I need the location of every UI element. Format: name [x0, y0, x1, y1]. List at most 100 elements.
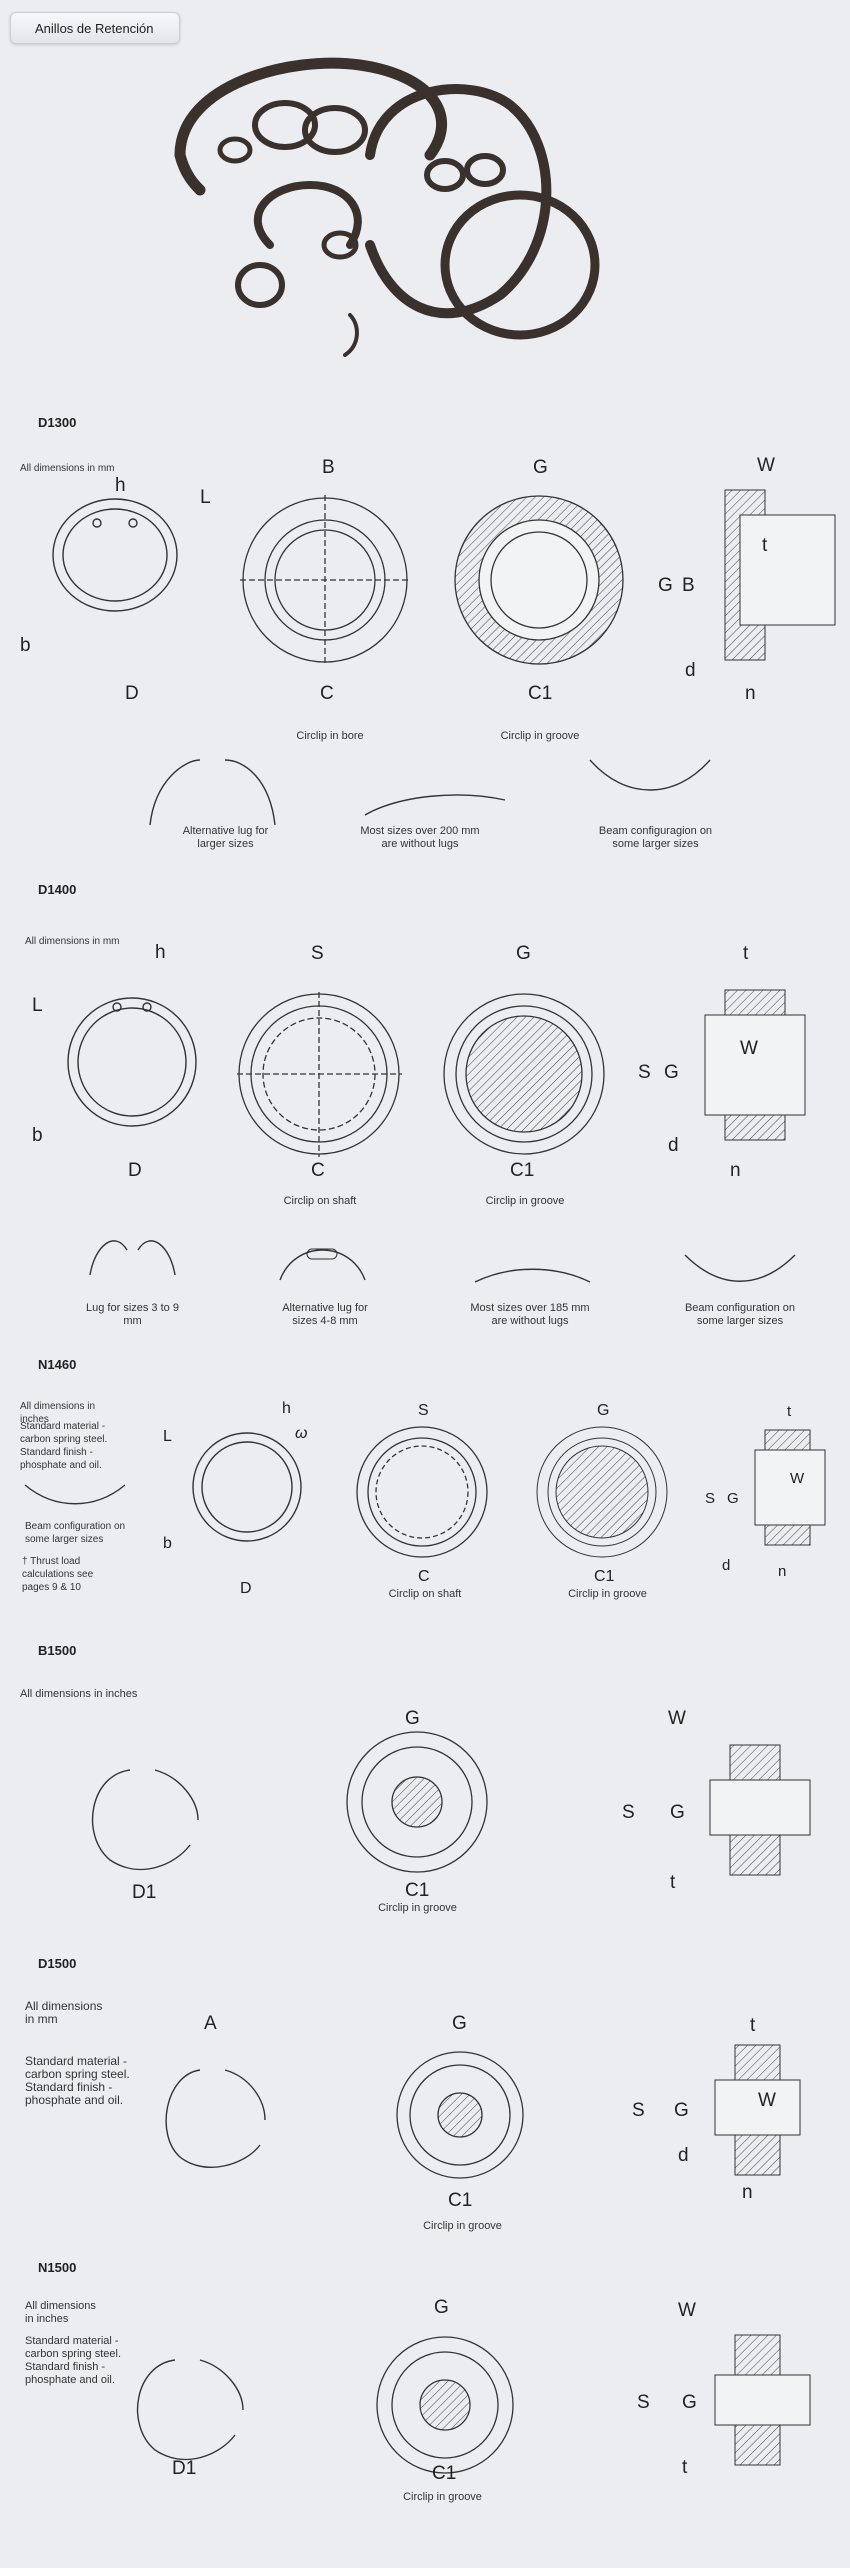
dim-B: B — [322, 457, 335, 478]
dim-W: W — [790, 1470, 805, 1487]
section-drawing — [705, 2330, 815, 2470]
beam-note: Beam configuration on some larger sizes — [25, 1521, 126, 1545]
dim-t: t — [670, 1872, 676, 1893]
dim-G: G — [434, 2297, 449, 2318]
circlip-groove-drawing — [440, 992, 608, 1157]
lug-3-9-drawing — [85, 1225, 180, 1280]
material-note: Standard material - carbon spring steel.… — [20, 1421, 108, 1471]
circlip-bore-drawing — [240, 495, 410, 665]
caption: Most sizes over 185 mm are without lugs — [470, 1302, 590, 1327]
caption: Circlip in groove — [568, 1588, 647, 1600]
caption: Circlip in groove — [500, 730, 580, 742]
circlip-groove-drawing — [452, 495, 627, 665]
dim-G2: G — [664, 1062, 679, 1083]
dim-t: t — [787, 1403, 792, 1420]
beam-drawing — [20, 1480, 130, 1510]
dim-d: d — [722, 1557, 731, 1574]
circlip-shaft-drawing — [237, 992, 402, 1157]
dim-G: G — [405, 1708, 420, 1729]
dimensions-note: All dimensions in mm — [25, 1999, 103, 2026]
section-title: N1460 — [38, 1357, 77, 1372]
dim-h: h — [282, 1400, 291, 1417]
lug-drawing — [145, 750, 280, 830]
dimensions-note: All dimensions in inches — [20, 1688, 138, 1700]
dim-W: W — [678, 2300, 696, 2321]
dim-G2: G — [727, 1490, 739, 1507]
caption: Circlip in groove — [423, 2220, 502, 2232]
caption: Circlip in groove — [485, 1195, 565, 1207]
dim-b: b — [20, 635, 31, 656]
dim-n: n — [778, 1563, 787, 1580]
thrust-note: † Thrust load calculations see pages 9 &… — [22, 1556, 94, 1593]
dim-S: S — [637, 2392, 650, 2413]
dimensions-note: All dimensions in inches — [20, 1401, 96, 1425]
section-title: N1500 — [38, 2260, 77, 2275]
caption: Circlip on shaft — [388, 1588, 462, 1600]
e-ring-drawing — [80, 1765, 205, 1875]
dim-h: h — [115, 475, 126, 496]
circlip-shaft-drawing — [355, 1425, 490, 1560]
dim-L: L — [163, 1428, 172, 1445]
dim-W: W — [757, 455, 775, 476]
material-note: Standard material - carbon spring steel.… — [25, 2054, 130, 2107]
section-drawing — [720, 485, 830, 665]
dim-d: d — [685, 660, 696, 681]
caption: Circlip on shaft — [283, 1195, 357, 1207]
section-title: D1400 — [38, 882, 77, 897]
page-tab[interactable]: Anillos de Retención — [10, 12, 180, 44]
dim-W: W — [758, 2090, 776, 2111]
dim-t: t — [743, 943, 749, 964]
e-ring-drawing — [155, 2065, 270, 2175]
no-lug-drawing — [470, 1260, 595, 1285]
dim-A: A — [204, 2013, 217, 2034]
dim-D: D — [240, 1580, 252, 1597]
dim-D1: D1 — [172, 2458, 197, 2479]
dim-C: C — [311, 1160, 325, 1181]
caption: Alternative lug for sizes 4-8 mm — [282, 1302, 368, 1327]
ring-drawing — [65, 995, 200, 1130]
caption: Alternative lug for larger sizes — [182, 825, 269, 850]
caption: Circlip in bore — [296, 730, 364, 742]
dim-t: t — [750, 2015, 756, 2036]
dim-L: L — [200, 487, 211, 508]
dim-S: S — [418, 1402, 429, 1419]
dim-L: L — [32, 995, 43, 1016]
dim-W: W — [740, 1038, 758, 1059]
dim-C1: C1 — [594, 1568, 615, 1585]
dim-C1: C1 — [432, 2463, 457, 2484]
dim-G2: G — [670, 1802, 685, 1823]
dim-n: n — [742, 2182, 753, 2203]
section-n1500: N1500 All dimensions in inches Standard … — [0, 2255, 850, 2555]
caption: Beam configuration on some larger sizes — [684, 1302, 796, 1327]
dim-n: n — [745, 683, 756, 704]
dim-G2: G — [658, 575, 673, 596]
section-d1500: D1500 All dimensions in mm Standard mate… — [0, 1950, 850, 2240]
dim-C1: C1 — [448, 2190, 473, 2211]
dim-S: S — [622, 1802, 635, 1823]
dimensions-note: All dimensions in mm — [25, 936, 120, 947]
section-drawing — [700, 985, 810, 1145]
e-ring-groove-drawing — [375, 2335, 515, 2475]
dim-C: C — [320, 683, 334, 704]
section-d1400: D1400 All dimensions in mm h L b D S C C… — [0, 880, 850, 1327]
dim-S: S — [311, 943, 324, 964]
section-drawing — [750, 1425, 830, 1550]
dim-D: D — [128, 1160, 142, 1181]
retaining-rings-photo — [174, 57, 600, 357]
dim-C1: C1 — [528, 683, 553, 704]
e-ring-drawing — [125, 2355, 250, 2465]
material-note: Standard material - carbon spring steel.… — [25, 2335, 121, 2386]
dim-S: S — [632, 2100, 645, 2121]
dimensions-note: All dimensions in inches — [25, 2300, 96, 2325]
caption: Lug for sizes 3 to 9 mm — [86, 1302, 179, 1327]
section-drawing — [710, 2040, 805, 2180]
dim-t: t — [762, 535, 768, 556]
dim-C1: C1 — [510, 1160, 535, 1181]
ring-drawing — [40, 475, 220, 605]
beam-drawing — [680, 1250, 800, 1290]
no-lug-drawing — [360, 770, 510, 820]
dim-S2: S — [705, 1490, 716, 1507]
caption: Beam configuragion on some larger sizes — [598, 825, 713, 850]
section-b1500: B1500 All dimensions in inches D1 G C1 C… — [0, 1640, 850, 1930]
dim-d: d — [668, 1135, 679, 1156]
